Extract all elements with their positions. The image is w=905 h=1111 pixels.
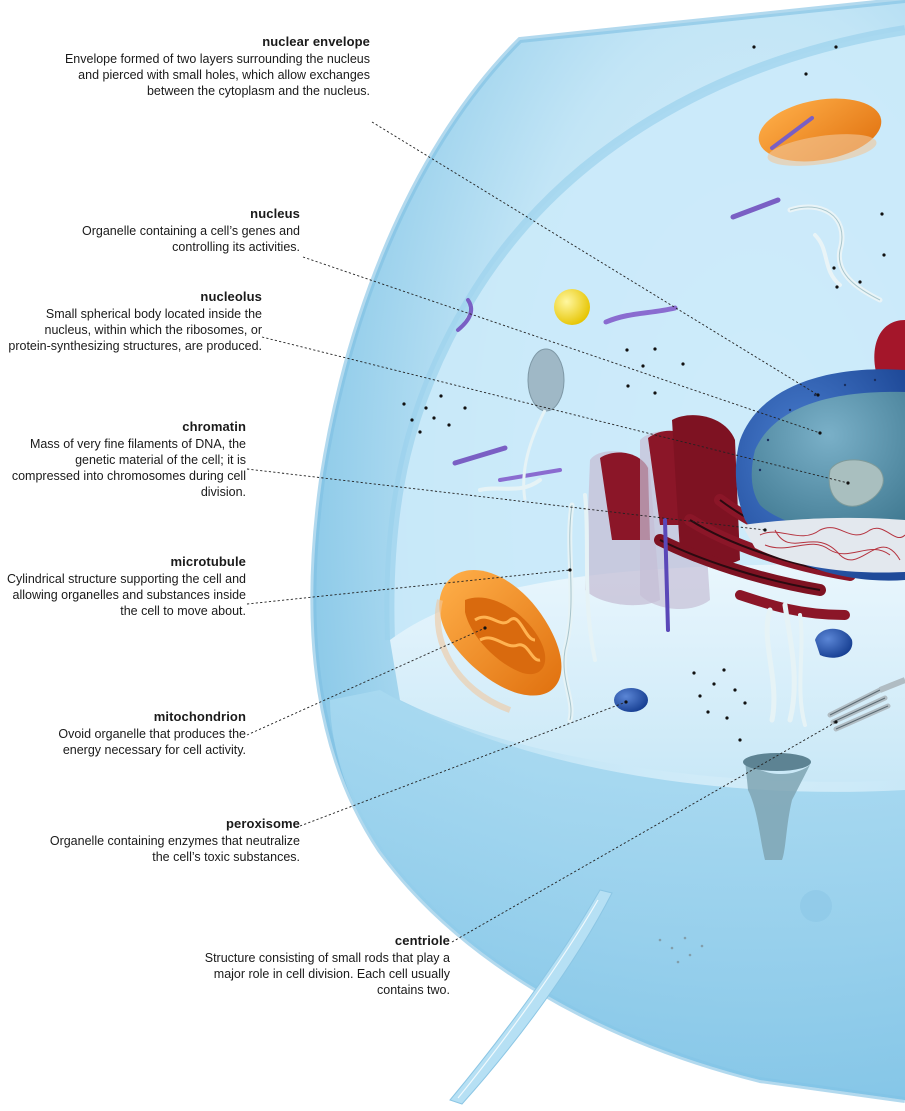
term-chromatin: chromatin xyxy=(4,418,246,435)
term-peroxisome: peroxisome xyxy=(40,815,300,832)
term-mitochondrion: mitochondrion xyxy=(30,708,246,725)
label-peroxisome: peroxisome Organelle containing enzymes … xyxy=(40,815,300,865)
desc-peroxisome: Organelle containing enzymes that neutra… xyxy=(40,833,300,865)
desc-nucleolus: Small spherical body located inside the … xyxy=(4,306,262,354)
label-nucleolus: nucleolus Small spherical body located i… xyxy=(4,288,262,354)
label-nucleus: nucleus Organelle containing a cell’s ge… xyxy=(40,205,300,255)
label-nuclear-envelope: nuclear envelope Envelope formed of two … xyxy=(60,33,370,99)
term-nucleolus: nucleolus xyxy=(4,288,262,305)
desc-microtubule: Cylindrical structure supporting the cel… xyxy=(4,571,246,619)
desc-mitochondrion: Ovoid organelle that produces the energy… xyxy=(30,726,246,758)
desc-chromatin: Mass of very fine filaments of DNA, the … xyxy=(4,436,246,500)
desc-centriole: Structure consisting of small rods that … xyxy=(200,950,450,998)
term-nucleus: nucleus xyxy=(40,205,300,222)
label-centriole: centriole Structure consisting of small … xyxy=(200,932,450,998)
label-mitochondrion: mitochondrion Ovoid organelle that produ… xyxy=(30,708,246,758)
desc-nucleus: Organelle containing a cell’s genes and … xyxy=(40,223,300,255)
desc-nuclear-envelope: Envelope formed of two layers surroundin… xyxy=(60,51,370,99)
label-microtubule: microtubule Cylindrical structure suppor… xyxy=(4,553,246,619)
term-microtubule: microtubule xyxy=(4,553,246,570)
label-chromatin: chromatin Mass of very fine filaments of… xyxy=(4,418,246,500)
term-nuclear-envelope: nuclear envelope xyxy=(60,33,370,50)
term-centriole: centriole xyxy=(200,932,450,949)
